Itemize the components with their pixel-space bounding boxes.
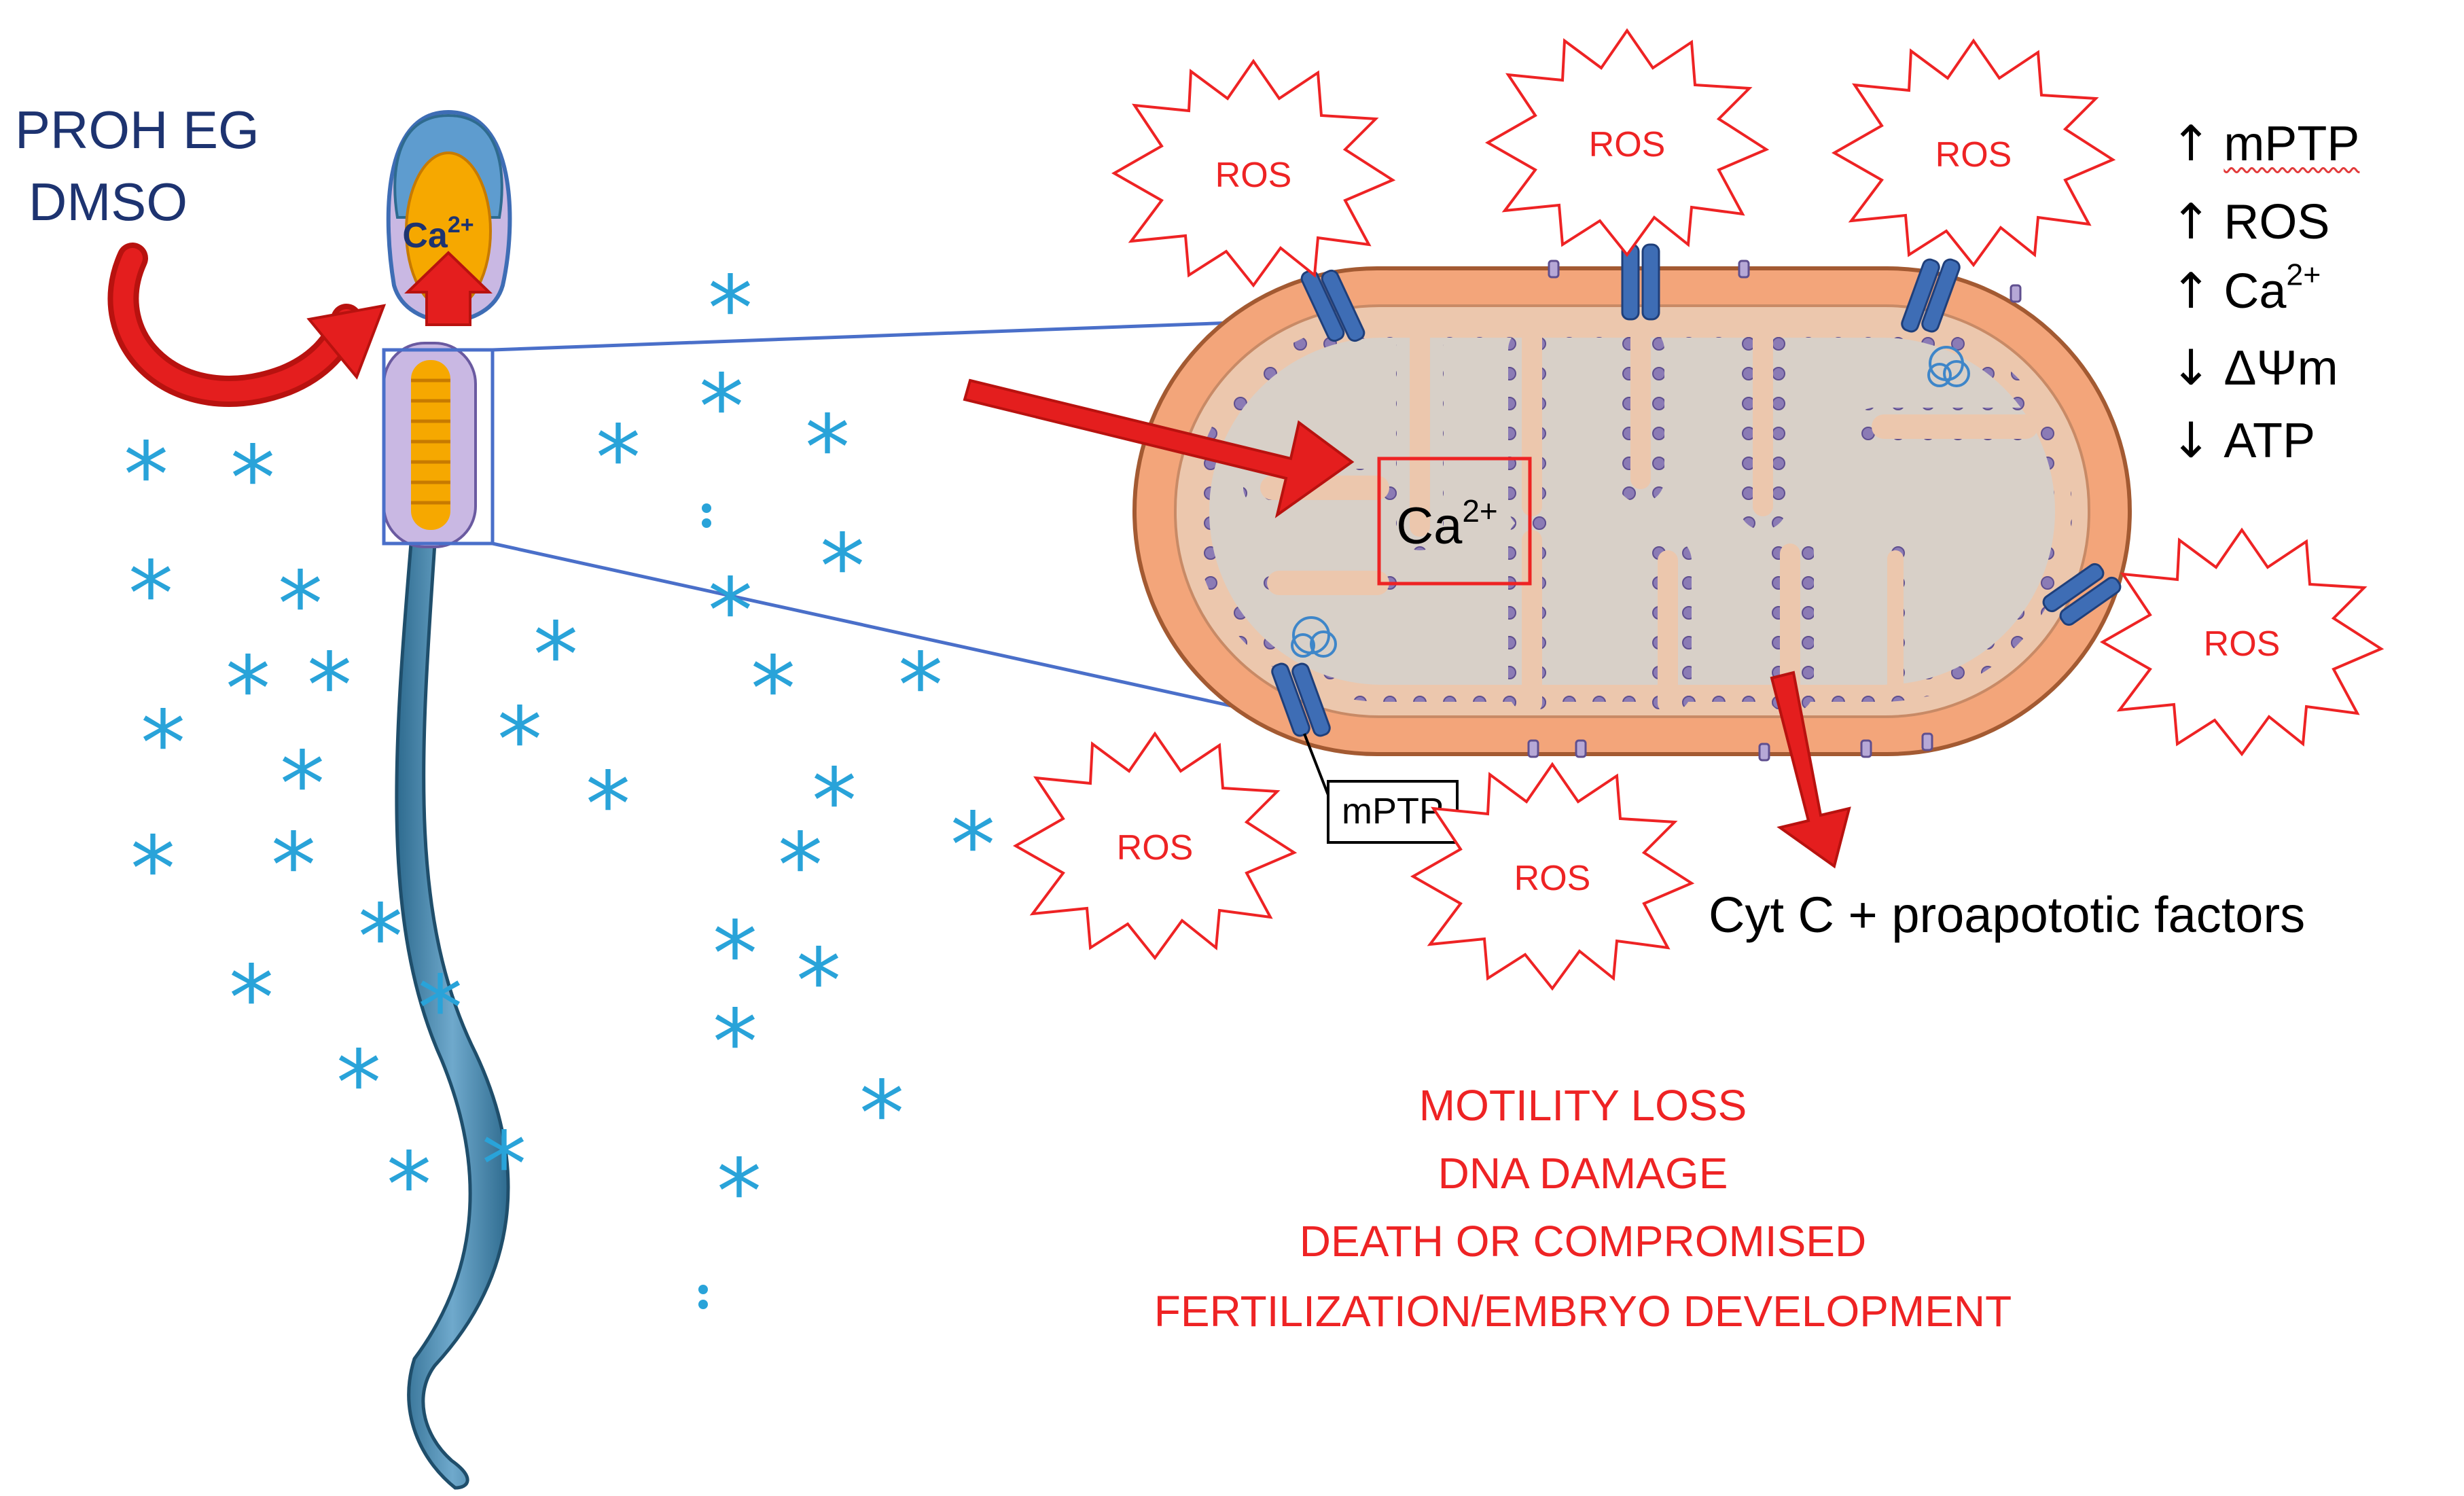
ice-crystal: *	[482, 1113, 526, 1217]
outcome-death-or-compromised: DEATH OR COMPROMISED	[1299, 1217, 1867, 1266]
mptp-callout-label: mPTP	[1342, 791, 1444, 832]
calcium-influx-arrow	[404, 251, 493, 326]
sperm-tail	[395, 541, 510, 1490]
ros-burst-6: ROS	[1410, 762, 1695, 991]
ros-burst-1: ROS	[1111, 58, 1396, 288]
ice-crystal-fragment	[698, 1300, 708, 1309]
ice-crystal: *	[271, 814, 316, 919]
cryoprotectant-label-2: DMSO	[29, 172, 188, 232]
ice-crystal: *	[586, 753, 630, 857]
effect-atp-decrease: ↓ATP	[2171, 412, 2316, 469]
ice-crystal: *	[497, 688, 542, 793]
ice-crystal: *	[751, 637, 796, 742]
ice-crystal: *	[699, 355, 744, 460]
ice-crystal: *	[130, 817, 175, 922]
ice-crystal: *	[717, 1140, 762, 1245]
cryoprotectant-label-1: PROH EG	[15, 100, 260, 160]
down-arrow-icon: ↓	[2171, 339, 2212, 396]
ice-crystal: *	[387, 1133, 431, 1238]
midpiece-zoom-box	[382, 348, 495, 546]
outcome-dna-damage: DNA DAMAGE	[1438, 1149, 1728, 1198]
sperm-cell: Ca2+	[382, 109, 512, 1490]
cytc-release-label: Cyt C + proapototic factors	[1709, 887, 2306, 943]
cytc-release-arrow	[1770, 671, 1851, 869]
cristae	[1243, 326, 2038, 713]
ros-burst-5: ROS	[1012, 731, 1298, 961]
ice-crystal: *	[898, 634, 943, 738]
ice-crystal: *	[229, 946, 274, 1051]
ice-crystal: *	[805, 396, 850, 501]
effect-membrane-potential-decrease: ↓ΔΨm	[2171, 339, 2338, 396]
ice-crystal: *	[280, 732, 325, 837]
up-arrow-icon: ↑	[2171, 115, 2212, 172]
ice-crystal: *	[226, 637, 270, 742]
cryoprotectant-entry-arrow	[107, 243, 387, 407]
ice-crystal: *	[358, 885, 403, 990]
matrix-calcium-box	[1377, 457, 1532, 586]
membrane-proteins	[1527, 260, 2022, 762]
ice-crystal: *	[859, 1062, 904, 1166]
ice-crystal-fragment	[702, 518, 711, 528]
ros-entry-arrow	[963, 378, 1355, 518]
ice-crystals: * * * * * * * * * * * * * * * * * * * * …	[124, 257, 995, 1309]
effect-mptp-increase: ↑mPTP	[2171, 115, 2360, 172]
mptp-callout-line	[1303, 733, 1329, 796]
ice-crystal: *	[307, 634, 352, 738]
ros-burst-5-label: ROS	[1117, 828, 1194, 868]
ice-crystal: *	[141, 692, 185, 796]
up-arrow-icon: ↑	[2171, 193, 2212, 250]
ice-crystal: *	[128, 542, 173, 647]
outcome-fertilization-embryo: FERTILIZATION/EMBRYO DEVELOPMENT	[1154, 1287, 2012, 1336]
ros-burst-3-label: ROS	[1935, 135, 2012, 175]
ros-burst-6-label: ROS	[1514, 859, 1591, 898]
mtdna-icon	[1291, 346, 1970, 658]
ice-crystal: *	[713, 902, 757, 1007]
ice-crystal: *	[812, 749, 857, 854]
ice-crystal-fragment	[702, 503, 711, 513]
ice-crystal: *	[230, 427, 275, 531]
ice-crystal: *	[533, 603, 578, 708]
outcome-motility-loss: MOTILITY LOSS	[1418, 1081, 1747, 1130]
ice-crystal: *	[820, 515, 865, 620]
ice-crystal: *	[596, 406, 641, 511]
ice-crystal: *	[124, 423, 168, 528]
zoom-connector-top	[492, 321, 1234, 352]
effect-calcium-increase: ↑Ca2+	[2171, 258, 2321, 319]
up-arrow-icon: ↑	[2171, 262, 2212, 319]
ros-burst-2-label: ROS	[1589, 125, 1666, 164]
ice-crystal: *	[778, 814, 823, 919]
ice-crystal: *	[278, 552, 323, 657]
ros-burst-2: ROS	[1484, 28, 1770, 257]
ice-crystal: *	[708, 559, 753, 664]
ice-crystal: *	[418, 957, 463, 1061]
effect-ros-increase: ↑ROS	[2171, 193, 2330, 250]
matrix-calcium-label: Ca2+	[1396, 493, 1498, 555]
ice-crystal: *	[708, 257, 753, 361]
ros-burst-3: ROS	[1831, 38, 2116, 268]
ice-crystal: *	[950, 794, 995, 898]
ros-burst-4: ROS	[2099, 527, 2385, 757]
ice-crystal-fragment	[698, 1285, 708, 1294]
ice-crystal: *	[336, 1031, 381, 1136]
mitochondrion: Ca2+	[1132, 243, 2132, 762]
sperm-calcium-label: Ca2+	[402, 212, 474, 255]
zoom-connector-bottom	[492, 541, 1251, 712]
ice-crystal: *	[796, 929, 841, 1034]
mitochondrial-helix	[411, 360, 450, 530]
ros-burst-1-label: ROS	[1215, 156, 1292, 195]
down-arrow-icon: ↓	[2171, 412, 2212, 469]
mptp-channels	[1271, 243, 2122, 737]
ros-burst-4-label: ROS	[2204, 624, 2281, 664]
ice-crystal: *	[713, 991, 757, 1095]
